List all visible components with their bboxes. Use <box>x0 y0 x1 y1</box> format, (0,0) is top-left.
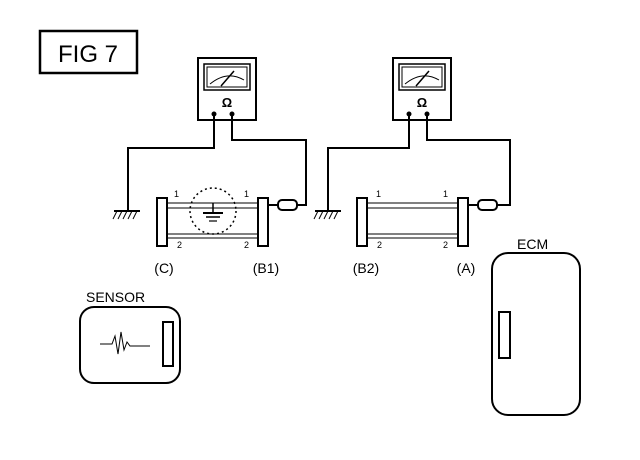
connector-b2-body <box>356 197 368 247</box>
lead-right-probe <box>426 116 511 206</box>
sensor-label: SENSOR <box>86 289 145 305</box>
connector-a-label: (A) <box>457 260 476 276</box>
ohm-symbol-right: Ω <box>417 95 427 110</box>
sensor-connector <box>162 321 174 367</box>
pin-label: 2 <box>443 240 448 250</box>
pin-label: 2 <box>244 240 249 250</box>
connector-c-body <box>156 197 168 247</box>
pin-label: 2 <box>177 240 182 250</box>
lead-left-probe <box>231 116 307 206</box>
meter-left-terminal-neg <box>211 111 217 117</box>
figure-label: FIG 7 <box>58 41 118 68</box>
ground-fault-icon <box>203 203 223 222</box>
meter-right-terminal-pos <box>424 111 430 117</box>
ecm-label: ECM <box>517 236 548 252</box>
connector-b1-label: (B1) <box>253 260 279 276</box>
pin-label: 1 <box>376 189 381 199</box>
ohmmeter-right: Ω <box>392 57 452 121</box>
harness-right: 1 1 2 2 <box>356 189 498 250</box>
short-circuit-marker <box>189 187 237 235</box>
ground-symbol-left <box>112 210 140 220</box>
connector-b2-label: (B2) <box>353 260 379 276</box>
meter-right-terminal-neg <box>406 111 412 117</box>
sensor-unit <box>79 306 181 384</box>
pin-label: 1 <box>244 189 249 199</box>
waveform-icon <box>100 331 150 355</box>
lead-left-ground <box>127 116 215 210</box>
connector-b1-body <box>257 197 269 247</box>
lead-right-ground <box>327 116 410 210</box>
ohmmeter-left: Ω <box>197 57 257 121</box>
pin-label: 2 <box>377 240 382 250</box>
connector-c-label: (C) <box>154 260 173 276</box>
pin-label: 1 <box>174 189 179 199</box>
ecm-connector <box>498 311 511 359</box>
ohm-symbol-left: Ω <box>222 95 232 110</box>
figure-label-box: FIG 7 <box>38 29 139 75</box>
meter-left-terminal-pos <box>229 111 235 117</box>
ground-symbol-right <box>313 210 341 220</box>
pin-label: 1 <box>443 189 448 199</box>
harness-left: 1 1 2 2 <box>156 187 298 250</box>
connector-a-body <box>457 197 469 247</box>
ecm-unit <box>491 252 581 416</box>
